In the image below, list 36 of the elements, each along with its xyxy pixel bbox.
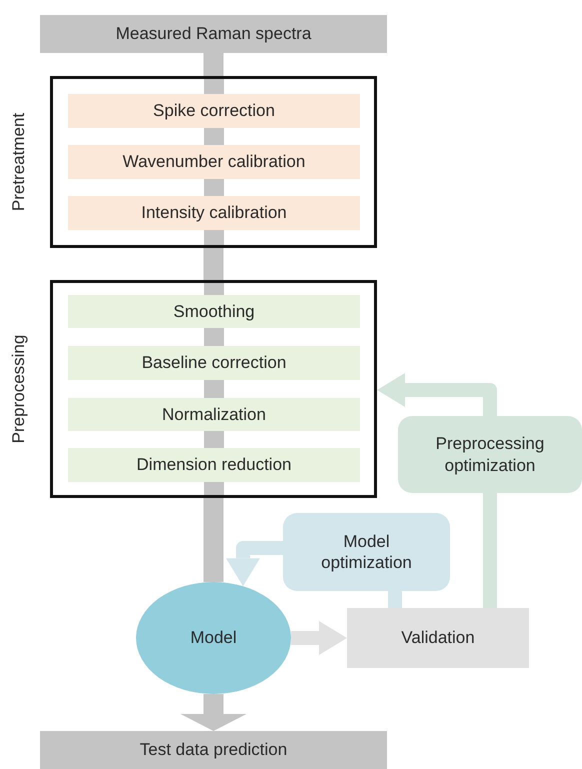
input-output-bar bbox=[40, 731, 387, 769]
arrow bbox=[291, 621, 347, 655]
input-output-bar bbox=[40, 15, 387, 53]
preprocessing-step bbox=[68, 295, 360, 328]
connector bbox=[204, 498, 224, 582]
connector bbox=[388, 591, 402, 608]
preprocessing-step bbox=[68, 346, 360, 380]
preprocessing-step bbox=[68, 398, 360, 431]
preprocessing-step bbox=[68, 448, 360, 482]
connector bbox=[204, 53, 224, 76]
box-label: Validation bbox=[400, 627, 476, 649]
pretreatment-step bbox=[68, 94, 360, 128]
pretreatment-step bbox=[68, 145, 360, 179]
optimization-box bbox=[283, 513, 450, 591]
step-label: Dimension reduction bbox=[136, 454, 292, 476]
stage-label: Preprocessing bbox=[9, 334, 29, 444]
arrow bbox=[377, 373, 497, 416]
arrow bbox=[180, 694, 246, 731]
bar-label: Measured Raman spectra bbox=[114, 23, 312, 45]
step-label: Normalization bbox=[161, 404, 267, 426]
step-label: Baseline correction bbox=[140, 352, 288, 374]
connector bbox=[204, 248, 224, 280]
connector bbox=[483, 493, 497, 608]
arrow bbox=[226, 541, 283, 586]
step-label: Intensity calibration bbox=[140, 202, 288, 224]
stage-label: Pretreatment bbox=[9, 112, 29, 212]
optimization-box bbox=[398, 416, 582, 493]
step-label: Smoothing bbox=[172, 300, 256, 322]
step-label: Spike correction bbox=[152, 100, 276, 122]
box-label: Preprocessing optimization bbox=[434, 433, 546, 476]
box-label: Model optimization bbox=[320, 530, 413, 574]
step-label: Wavenumber calibration bbox=[122, 151, 306, 173]
model-label: Model bbox=[189, 627, 238, 649]
pretreatment-step bbox=[68, 196, 360, 230]
validation-box bbox=[347, 608, 529, 668]
bar-label: Test data prediction bbox=[138, 739, 288, 761]
